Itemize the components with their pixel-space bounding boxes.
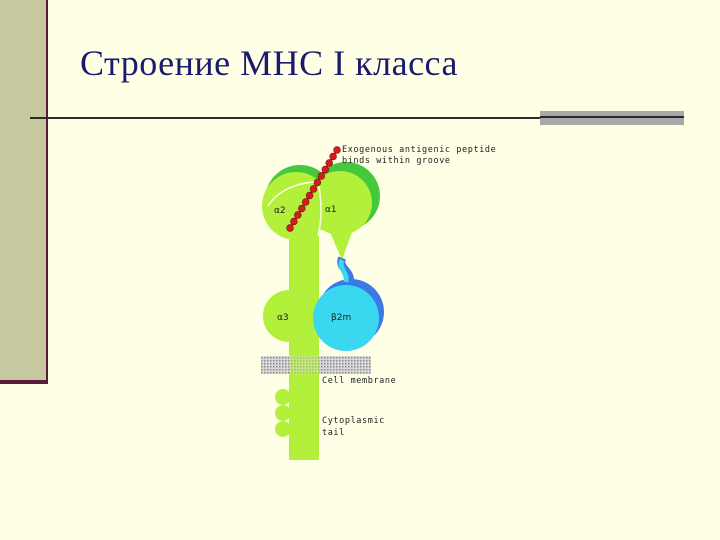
slide-title: Строение MHC I класса — [80, 43, 458, 83]
peptide-residue — [325, 159, 333, 167]
peptide-residue — [290, 217, 298, 226]
title-divider — [30, 117, 540, 119]
peptide-residue — [305, 191, 314, 200]
title-divider-block-line — [540, 116, 684, 118]
groove-outline — [267, 181, 322, 237]
antigenic-peptide — [286, 146, 341, 232]
peptide-residue — [333, 146, 341, 154]
peptide-residue — [317, 172, 325, 180]
peptide-label-line1: Exogenous antigenic peptide — [342, 145, 496, 155]
peptide-residue — [298, 204, 306, 213]
membrane-label: Cell membrane — [322, 376, 396, 386]
alpha-chain — [262, 171, 372, 460]
peptide-label-line2: binds within groove — [342, 156, 451, 166]
peptide-residue — [329, 152, 337, 161]
peptide-residue — [294, 211, 302, 219]
alpha2-label: α2 — [274, 206, 286, 216]
peptide-residue — [309, 185, 318, 193]
b2m-label: β2m — [331, 313, 351, 323]
peptide-residue — [313, 178, 322, 187]
tail-label-line2: tail — [322, 428, 345, 438]
alpha3-label: α3 — [277, 313, 289, 323]
peptide-residue — [302, 198, 310, 206]
left-decor-bar-foot — [0, 380, 48, 384]
tail-label-line1: Cytoplasmic — [322, 416, 385, 426]
beta2-microglobulin — [313, 256, 384, 351]
peptide-residue — [286, 224, 294, 232]
peptide-residue — [321, 165, 329, 174]
cytoplasmic-tail-bumps — [275, 389, 291, 437]
cell-membrane — [261, 356, 371, 374]
title-divider-block — [540, 111, 684, 125]
left-decor-bar — [0, 0, 48, 382]
alpha1-label: α1 — [325, 205, 337, 215]
